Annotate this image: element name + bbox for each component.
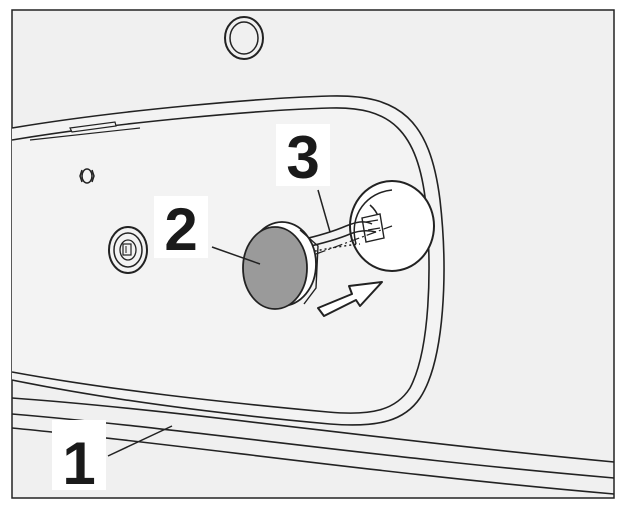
leader-line-plug	[211, 246, 261, 265]
callout-bg-plug	[154, 196, 208, 258]
round-fitting	[108, 226, 148, 274]
top-mounting-ring	[224, 16, 264, 60]
leader-line-tether	[317, 189, 331, 233]
callout-number-plug: 2	[164, 196, 197, 263]
callout-bg-tether	[276, 124, 330, 186]
arrow-icon	[317, 281, 383, 317]
leader-lines	[107, 189, 331, 457]
callout-number-panel: 1	[62, 430, 95, 497]
insertion-axis-line	[315, 225, 393, 255]
callout-bg-panel	[52, 420, 106, 490]
plug-cap	[242, 221, 319, 310]
small-mounting-hole	[79, 168, 95, 184]
leader-line-panel	[107, 425, 173, 457]
raised-panel	[11, 95, 445, 426]
callout-number-tether: 3	[286, 124, 319, 191]
